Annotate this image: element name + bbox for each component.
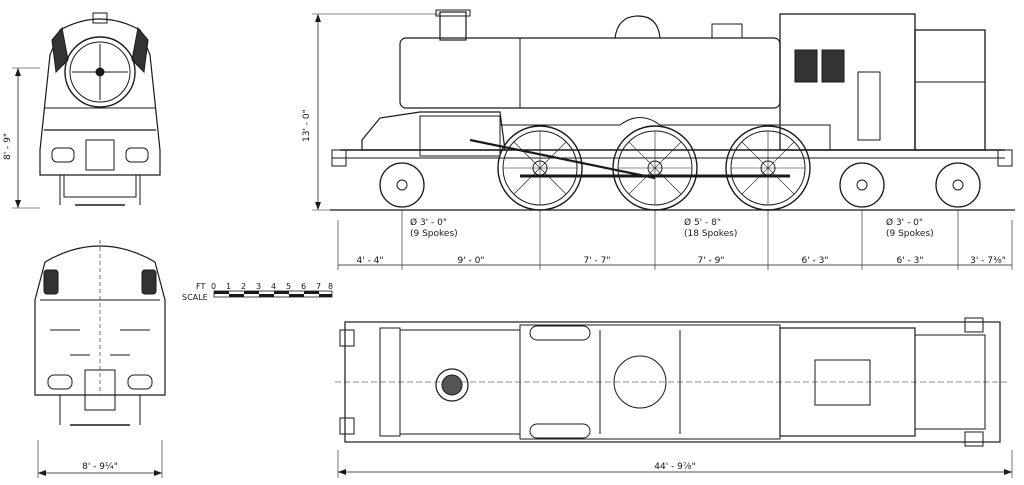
trailing-wheel-note: Ø 3' - 0" (9 Spokes) [886,218,934,240]
side-view [331,9,1013,211]
driving-wheel-spokes: (18 Spokes) [684,229,738,239]
side-height-label: 13' - 0" [302,109,312,142]
driving-wheel-diameter: Ø 5' - 8" [684,218,721,228]
front-view [39,12,161,206]
wheelbase-segment: 4' - 4" [356,256,384,266]
scale-tick-label: 1 [226,282,232,291]
leading-wheel-diameter: Ø 3' - 0" [410,218,447,228]
scale-tick-label: 4 [271,282,277,291]
wheelbase-segment: 6' - 3" [896,256,924,266]
front-height-label: 8' - 9" [3,132,13,160]
wheelbase-segment: 7' - 9" [697,256,725,266]
scale-tick-label: 2 [241,282,247,291]
scale-tick-label: 6 [301,282,307,291]
wheelbase-segment: 6' - 3" [801,256,829,266]
scale-bar [213,290,333,298]
leading-wheel-note: Ø 3' - 0" (9 Spokes) [410,218,458,240]
scale-tick-label: 3 [256,282,262,291]
overall-length-label: 44' - 9⅞" [654,462,696,472]
rear-view [34,240,166,426]
wheelbase-segment: 7' - 7" [583,256,611,266]
scale-tick-label: 5 [286,282,292,291]
scale-tick-label: 8 [328,282,334,291]
trailing-wheel-spokes: (9 Spokes) [886,229,934,239]
trailing-wheel-diameter: Ø 3' - 0" [886,218,923,228]
leading-wheel-spokes: (9 Spokes) [410,229,458,239]
rear-width-label: 8' - 9¼" [82,462,118,472]
scale-label: SCALE [182,293,208,302]
wheelbase-segment: 3' - 7⅜" [970,256,1006,266]
wheelbase-segment: 9' - 0" [457,256,485,266]
driving-wheel-note: Ø 5' - 8" (18 Spokes) [684,218,737,240]
scale-unit: FT [196,282,206,291]
scale-tick-label: 0 [211,282,217,291]
plan-view [335,317,1010,447]
scale-tick-label: 7 [316,282,322,291]
